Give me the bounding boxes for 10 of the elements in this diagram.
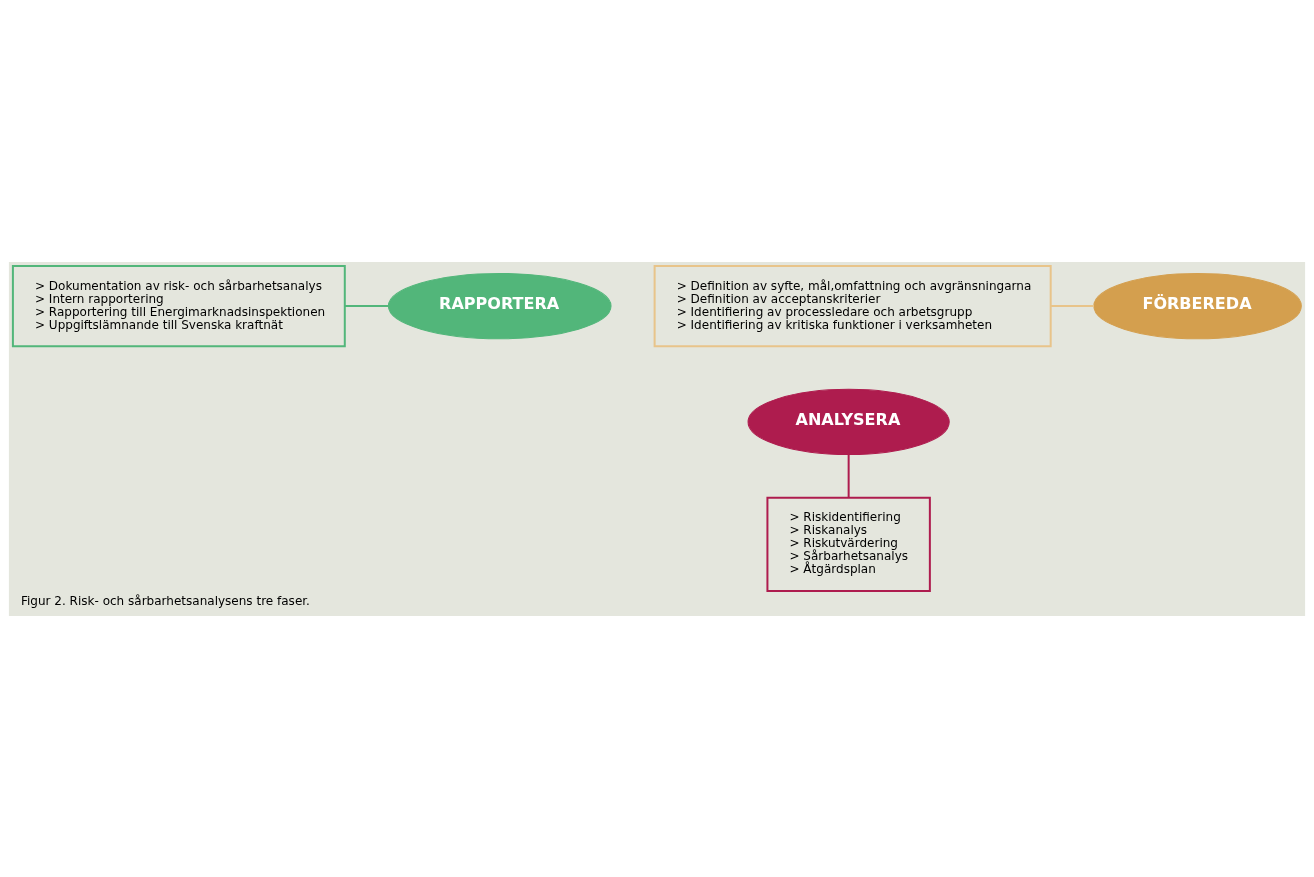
caption: Figur 2. Risk- och sårbarhetsanalysens tre faser. bbox=[20, 593, 310, 608]
node-box: > Riskidentifiering > Riskanalys > Riskutvärdering > Sårbarhetsanalys > Åtgärdsplan bbox=[766, 496, 931, 592]
node-box: > Dokumentation av risk- och sårbarhetsanalys > Intern rapportering > Rapportering till Energimarknadsinspektionen > Uppgiftslämnande till Svenska kraftnät bbox=[11, 264, 346, 347]
connector bbox=[847, 454, 850, 497]
node-ellipse: FÖRBEREDA bbox=[1093, 272, 1302, 339]
node-box: > Definition av syfte, mål,omfattning och avgränsningarna > Definition av acceptanskriterier > Identifiering av processledare och arbetsgrupp > Identifiering av kritiska funktioner i verksamheten bbox=[653, 264, 1052, 347]
connector bbox=[1050, 304, 1095, 307]
node-ellipse: RAPPORTERA bbox=[387, 272, 612, 339]
connector bbox=[344, 304, 389, 307]
node-ellipse: ANALYSERA bbox=[747, 388, 950, 455]
